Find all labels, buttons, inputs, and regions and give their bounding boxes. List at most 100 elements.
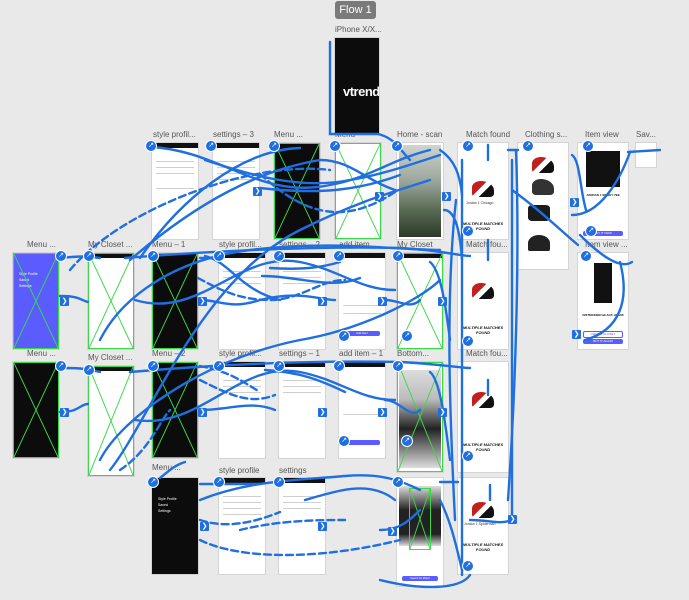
artboard-label-my-closet-2[interactable]: My Closet bbox=[397, 240, 433, 249]
artboard-label-menu-top-a[interactable]: Menu ... bbox=[274, 130, 303, 139]
artboard-menu-2[interactable] bbox=[152, 362, 198, 458]
artboard-my-closet-3[interactable] bbox=[88, 366, 134, 476]
link-icon[interactable]: ↗ bbox=[55, 250, 67, 262]
artboard-label-settings-2[interactable]: settings – 2 bbox=[279, 240, 320, 249]
artboard-label-my-closet-1[interactable]: My Closet ... bbox=[88, 240, 133, 249]
artboard-label-item-view-2[interactable]: Item view ... bbox=[585, 240, 628, 249]
link-icon[interactable]: ↗ bbox=[338, 435, 350, 447]
search-for-match-button[interactable]: Search for Match bbox=[402, 576, 438, 581]
artboard-label-style-profile-1[interactable]: style profil... bbox=[219, 349, 262, 358]
artboard-label-menu-left-2[interactable]: Menu ... bbox=[27, 349, 56, 358]
artboard-label-style-profile[interactable]: style profile bbox=[219, 466, 260, 475]
artboard-label-save[interactable]: Sav... bbox=[636, 130, 656, 139]
artboard-label-match-3[interactable]: Match fou... bbox=[466, 349, 508, 358]
artboard-style-profile-3[interactable] bbox=[152, 143, 198, 239]
artboard-splash[interactable]: vtrend bbox=[335, 38, 379, 134]
link-icon[interactable]: ↗ bbox=[462, 225, 474, 237]
target-arrow-icon[interactable]: ❯ bbox=[253, 187, 262, 196]
artboard-label-my-closet-3[interactable]: My Closet ... bbox=[88, 353, 133, 362]
view-in-closet-button[interactable]: VIEW IN CLOSET bbox=[583, 331, 623, 338]
menu-item-saved[interactable]: Saved bbox=[19, 278, 29, 282]
link-icon[interactable]: ↗ bbox=[145, 140, 157, 152]
target-arrow-icon[interactable]: ❯ bbox=[378, 297, 387, 306]
target-arrow-icon[interactable]: ❯ bbox=[60, 408, 69, 417]
menu-3-item-style-profile[interactable]: Style Profile bbox=[158, 497, 177, 501]
target-arrow-icon[interactable]: ❯ bbox=[60, 297, 69, 306]
artboard-label-settings-3[interactable]: settings – 3 bbox=[213, 130, 254, 139]
artboard-item-view[interactable]: JORDAN 1 SPIDEY TEE BUY IT NOW bbox=[578, 143, 628, 239]
artboard-item-view-2[interactable]: DISTRESSED BLACK JEANS VIEW IN CLOSET BU… bbox=[578, 253, 628, 349]
artboard-label-home-scan[interactable]: Home - scan bbox=[397, 130, 443, 139]
artboard-my-closet-1[interactable] bbox=[88, 253, 134, 349]
target-arrow-icon[interactable]: ❯ bbox=[318, 297, 327, 306]
link-icon[interactable]: ↗ bbox=[83, 364, 95, 376]
target-arrow-icon[interactable]: ❯ bbox=[198, 297, 207, 306]
link-icon[interactable]: ↗ bbox=[401, 435, 413, 447]
link-icon[interactable]: ↗ bbox=[338, 330, 350, 342]
menu-item-settings[interactable]: Settings bbox=[19, 284, 32, 288]
target-arrow-icon[interactable]: ❯ bbox=[318, 522, 327, 531]
link-icon[interactable]: ↗ bbox=[462, 560, 474, 572]
link-icon[interactable]: ↗ bbox=[55, 360, 67, 372]
artboard-closet-item[interactable]: Search for Match bbox=[397, 478, 443, 586]
artboard-clothing[interactable] bbox=[518, 143, 568, 269]
artboard-menu-left-1[interactable]: Style Profile Saved Settings bbox=[13, 253, 59, 349]
artboard-label-menu-1[interactable]: Menu – 1 bbox=[152, 240, 186, 249]
link-icon[interactable]: ↗ bbox=[585, 225, 597, 237]
link-icon[interactable]: ↗ bbox=[333, 250, 345, 262]
artboard-label-menu-2[interactable]: Menu – 2 bbox=[152, 349, 186, 358]
link-icon[interactable]: ↗ bbox=[213, 360, 225, 372]
artboard-label-style-profile-3[interactable]: style profil... bbox=[153, 130, 196, 139]
artboard-label-splash[interactable]: iPhone X/X... bbox=[335, 25, 382, 34]
flow-label[interactable]: Flow 1 bbox=[335, 1, 376, 19]
link-icon[interactable]: ↗ bbox=[273, 476, 285, 488]
target-arrow-icon[interactable]: ❯ bbox=[442, 192, 451, 201]
link-icon[interactable]: ↗ bbox=[392, 250, 404, 262]
link-icon[interactable]: ↗ bbox=[462, 335, 474, 347]
artboard-menu-1[interactable] bbox=[152, 253, 198, 349]
menu-3-item-settings[interactable]: Settings bbox=[158, 509, 171, 513]
buy-again-button[interactable]: BUY IT AGAIN bbox=[583, 339, 623, 344]
target-arrow-icon[interactable]: ❯ bbox=[570, 198, 579, 207]
artboard-home-scan[interactable] bbox=[397, 143, 443, 239]
link-icon[interactable]: ↗ bbox=[83, 250, 95, 262]
artboard-label-add-item-1[interactable]: add item – 1 bbox=[339, 349, 384, 358]
artboard-style-profile-1[interactable] bbox=[219, 362, 265, 458]
link-icon[interactable]: ↗ bbox=[333, 360, 345, 372]
artboard-label-settings-1[interactable]: settings – 1 bbox=[279, 349, 320, 358]
artboard-label-clothing[interactable]: Clothing s... bbox=[525, 130, 568, 139]
artboard-style-profile-2[interactable] bbox=[219, 253, 265, 349]
link-icon[interactable]: ↗ bbox=[273, 360, 285, 372]
link-icon[interactable]: ↗ bbox=[392, 476, 404, 488]
buy-now-button[interactable]: BUY IT NOW bbox=[583, 231, 623, 236]
link-icon[interactable]: ↗ bbox=[268, 140, 280, 152]
link-icon[interactable]: ↗ bbox=[582, 140, 594, 152]
artboard-label-item-view[interactable]: Item view bbox=[585, 130, 619, 139]
link-icon[interactable]: ↗ bbox=[213, 250, 225, 262]
link-icon[interactable]: ↗ bbox=[580, 250, 592, 262]
target-arrow-icon[interactable]: ❯ bbox=[438, 297, 447, 306]
link-icon[interactable]: ↗ bbox=[147, 476, 159, 488]
target-arrow-icon[interactable]: ❯ bbox=[198, 408, 207, 417]
artboard-label-match-2[interactable]: Match fou... bbox=[466, 240, 508, 249]
artboard-bottom[interactable] bbox=[397, 362, 443, 472]
target-arrow-icon[interactable]: ❯ bbox=[318, 408, 327, 417]
artboard-label-bottom[interactable]: Bottom... bbox=[397, 349, 430, 358]
target-arrow-icon[interactable]: ❯ bbox=[378, 408, 387, 417]
artboard-menu-left-2[interactable] bbox=[13, 362, 59, 458]
artboard-label-style-profile-2[interactable]: style profil... bbox=[219, 240, 262, 249]
artboard-label-settings[interactable]: settings bbox=[279, 466, 307, 475]
link-icon[interactable]: ↗ bbox=[522, 140, 534, 152]
target-arrow-icon[interactable]: ❯ bbox=[438, 408, 447, 417]
target-arrow-icon[interactable]: ❯ bbox=[375, 192, 384, 201]
artboard-menu-top-a[interactable] bbox=[274, 143, 320, 239]
artboard-save[interactable] bbox=[636, 143, 656, 167]
artboard-label-menu-3[interactable]: Menu ... bbox=[152, 463, 181, 472]
artboard-label-add-item[interactable]: add item bbox=[339, 240, 370, 249]
link-icon[interactable]: ↗ bbox=[273, 250, 285, 262]
artboard-menu-top-b[interactable] bbox=[335, 143, 381, 239]
target-arrow-icon[interactable]: ❯ bbox=[508, 515, 517, 524]
artboard-label-menu-left-1[interactable]: Menu ... bbox=[27, 240, 56, 249]
target-arrow-icon[interactable]: ❯ bbox=[572, 330, 581, 339]
link-icon[interactable]: ↗ bbox=[147, 360, 159, 372]
